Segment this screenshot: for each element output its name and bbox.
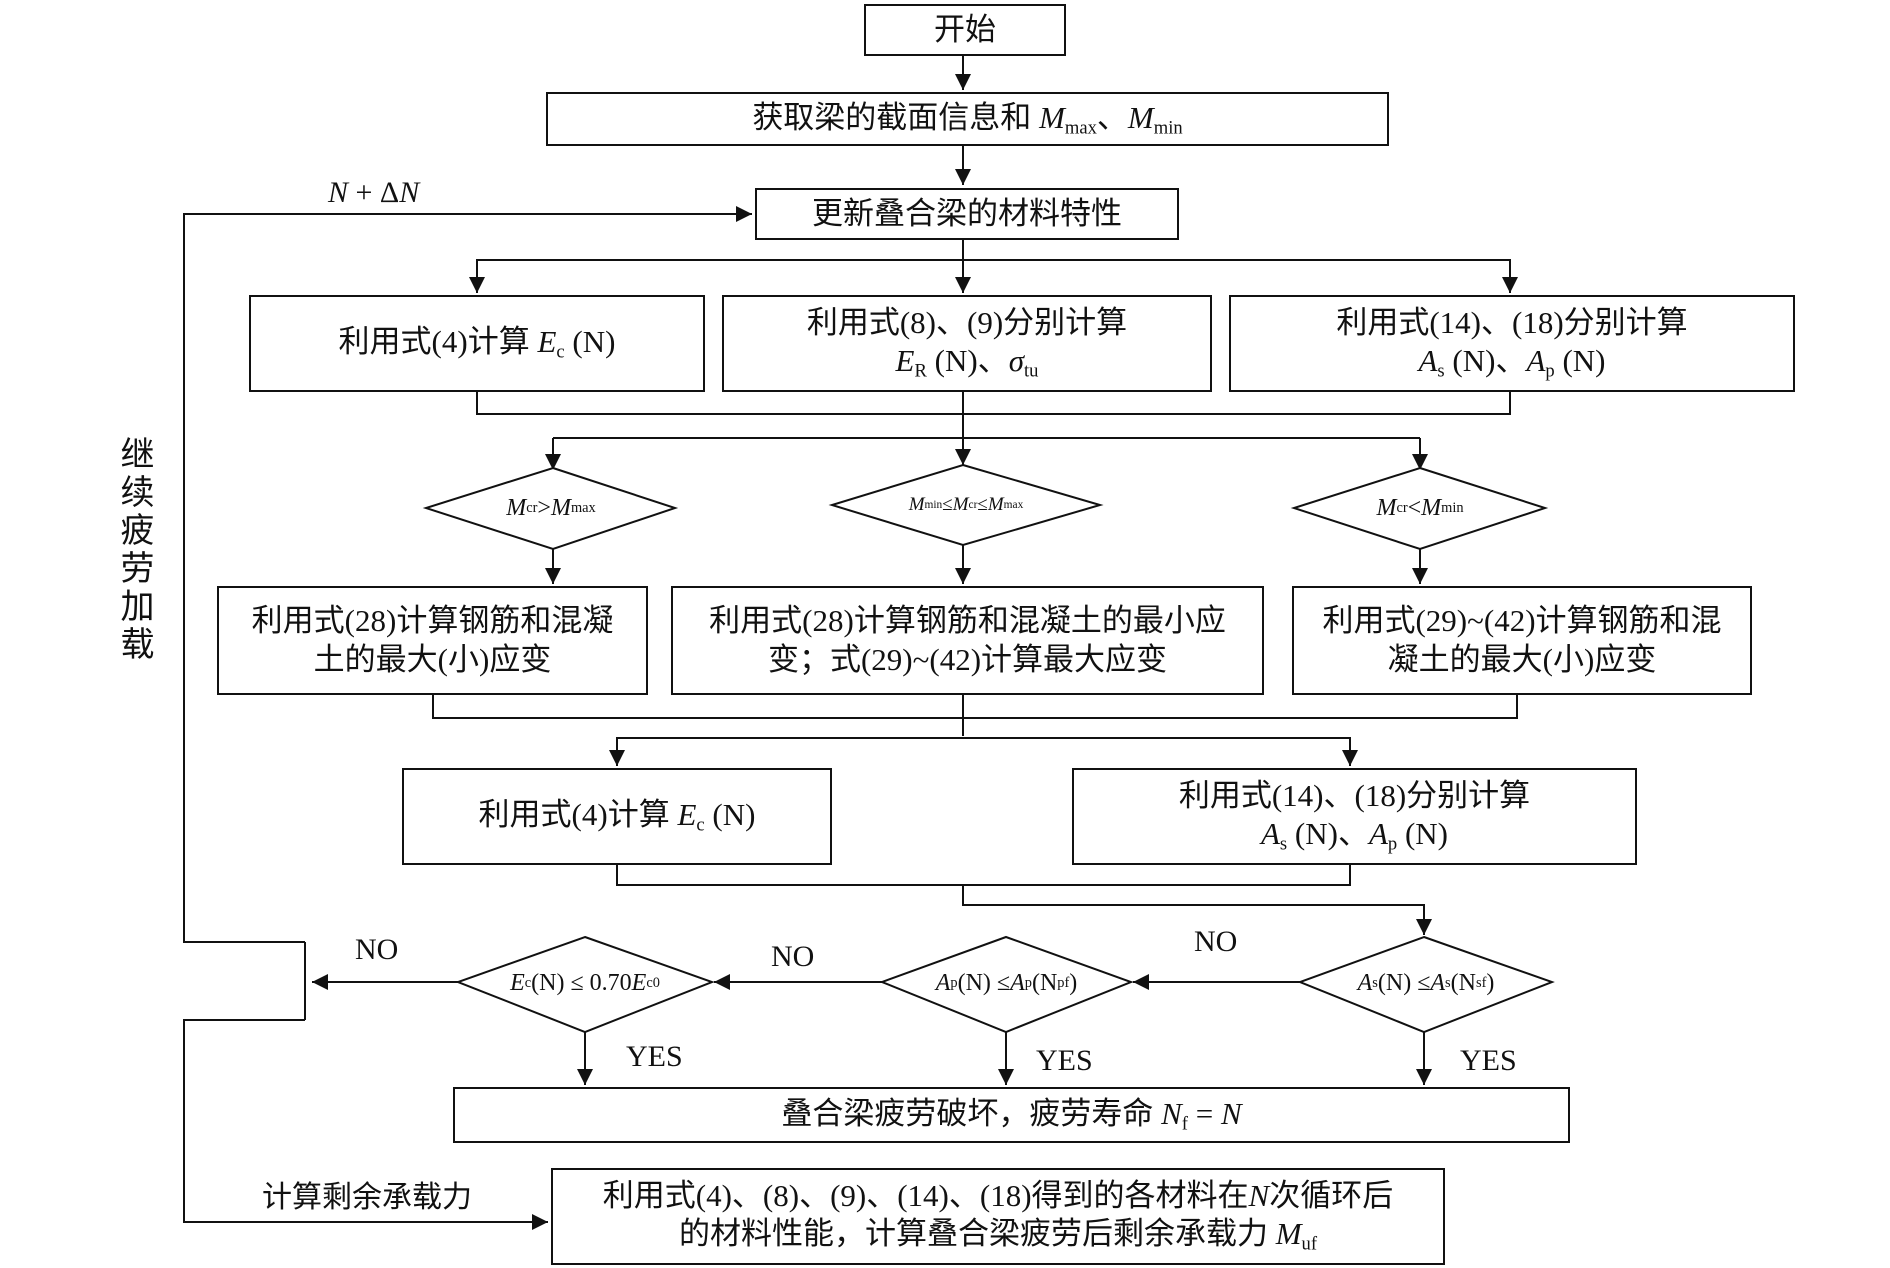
yes-label-ec: YES [626,1040,683,1073]
residual-line [183,1019,548,1230]
strain-left-line2: 土的最大(小)应变 [313,641,552,677]
calc-as-ap-second-line1: 利用式(14)、(18)分别计算 [1178,777,1531,813]
decision-diamond-right [1290,466,1549,551]
update-material-box: 更新叠合梁的材料特性 [755,188,1179,240]
decision-diamond-mid [828,463,1104,547]
continue-fatigue-label: 继续疲劳加载 [115,436,152,664]
merge-bar-second [616,865,1351,886]
start-label: 开始 [934,11,996,47]
calc-ec-label: 利用式(4)计算 Ec (N) [338,324,616,363]
no-label-ec: NO [355,933,399,966]
decision-diamond-ap [879,935,1134,1034]
arrow-to-check-as [962,885,1432,935]
residual-box: 利用式(4)、(8)、(9)、(14)、(18)得到的各材料在N次循环后 的材料… [551,1168,1445,1265]
update-material-label: 更新叠合梁的材料特性 [812,195,1122,231]
get-info-box: 获取梁的截面信息和 Mmax、Mmin [546,92,1389,146]
get-info-label: 获取梁的截面信息和 Mmax、Mmin [752,99,1183,139]
strain-left-line1: 利用式(28)计算钢筋和混凝 [251,602,614,638]
calc-ec-second-box: 利用式(4)计算 Ec (N) [402,768,832,865]
split-bar-top [476,259,1511,293]
strain-mid-line1: 利用式(28)计算钢筋和混凝土的最小应 [709,602,1226,638]
calc-er-box: 利用式(8)、(9)分别计算 ER (N)、σtu [722,295,1212,392]
residual-capacity-label: 计算剩余承载力 [262,1181,472,1214]
calc-as-ap-line1: 利用式(14)、(18)分别计算 [1336,304,1688,340]
strain-right-box: 利用式(29)~(42)计算钢筋和混 凝土的最大(小)应变 [1292,586,1752,695]
calc-as-ap-second-box: 利用式(14)、(18)分别计算 As (N)、Ap (N) [1072,768,1637,865]
yes-label-ap: YES [1036,1044,1093,1077]
calc-er-line1: 利用式(8)、(9)分别计算 [806,304,1128,340]
failure-label: 叠合梁疲劳破坏，疲劳寿命 Nf = N [781,1095,1242,1135]
strain-right-line2: 凝土的最大(小)应变 [1387,641,1657,677]
no-label-as: NO [1194,925,1238,958]
start-box: 开始 [864,4,1066,56]
decision-diamond-ec [455,935,715,1034]
loop-increment-label: N + ΔN [328,176,420,209]
loop-back-line [183,206,752,943]
strain-mid-line2: 变；式(29)~(42)计算最大应变 [767,641,1168,677]
yes-label-as: YES [1460,1044,1517,1077]
no-label-ap: NO [771,940,815,973]
strain-right-line1: 利用式(29)~(42)计算钢筋和混 [1322,602,1722,638]
calc-ec-second-label: 利用式(4)计算 Ec (N) [478,797,756,836]
merge-bar-top [476,392,1511,415]
merge-bar-strain [432,695,1518,719]
calc-as-ap-second-line2: As (N)、Ap (N) [1260,816,1448,856]
calc-er-line2: ER (N)、σtu [895,343,1039,383]
calc-as-ap-line2: As (N)、Ap (N) [1418,343,1606,383]
strain-left-box: 利用式(28)计算钢筋和混凝 土的最大(小)应变 [217,586,648,695]
residual-line1: 利用式(4)、(8)、(9)、(14)、(18)得到的各材料在N次循环后 [602,1177,1394,1213]
calc-ec-box: 利用式(4)计算 Ec (N) [249,295,705,392]
decision-diamond-as [1297,935,1555,1034]
failure-box: 叠合梁疲劳破坏，疲劳寿命 Nf = N [453,1087,1570,1143]
split-bar-second [616,737,1351,765]
calc-as-ap-box: 利用式(14)、(18)分别计算 As (N)、Ap (N) [1229,295,1795,392]
decision-diamond-left [422,466,679,551]
strain-mid-box: 利用式(28)计算钢筋和混凝土的最小应 变；式(29)~(42)计算最大应变 [671,586,1264,695]
residual-line2: 的材料性能，计算叠合梁疲劳后剩余承载力 Muf [678,1216,1318,1256]
